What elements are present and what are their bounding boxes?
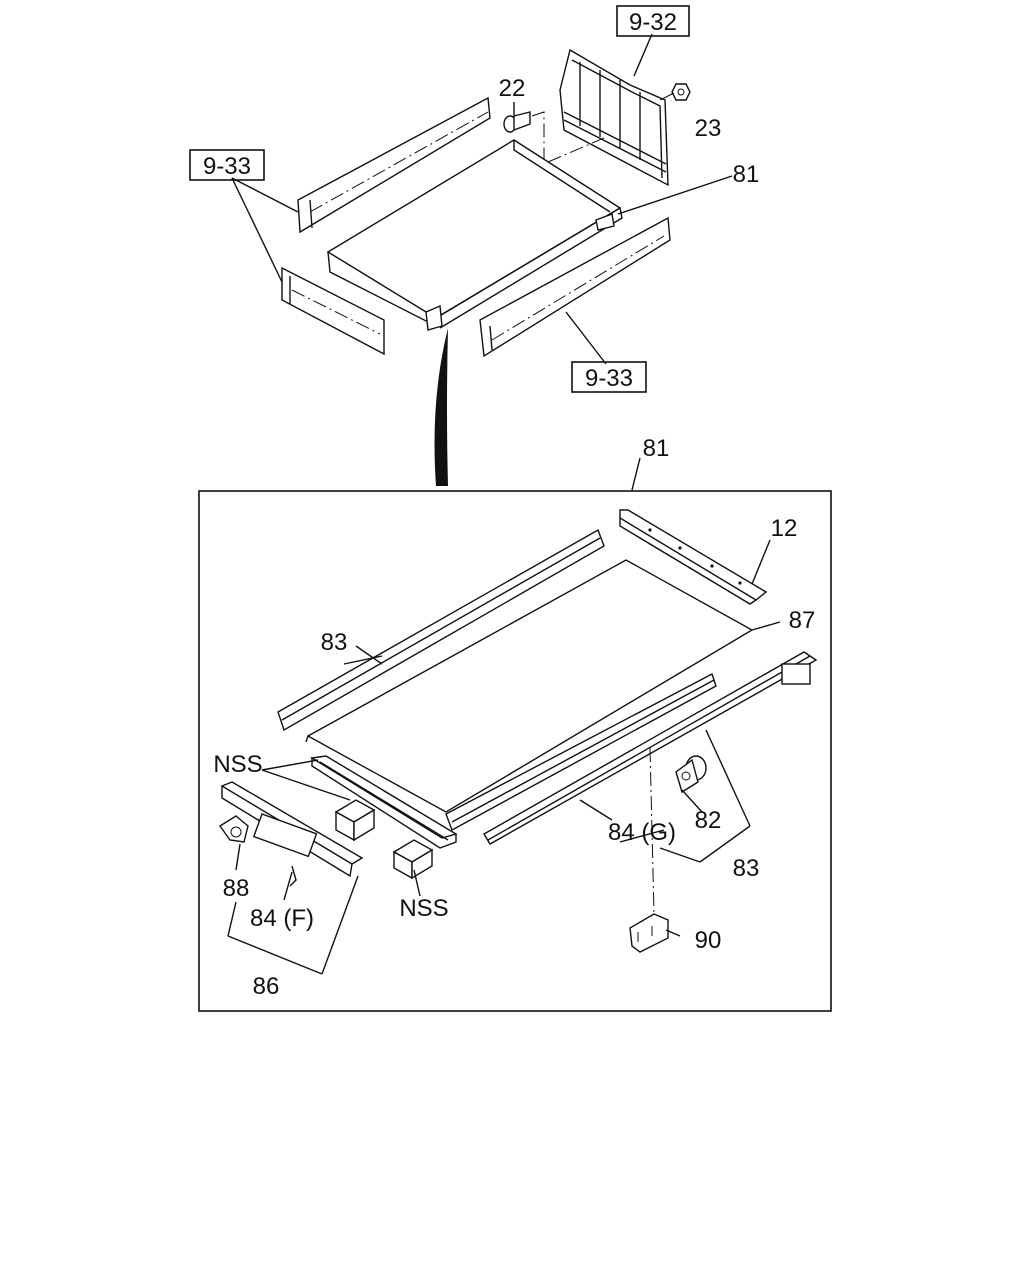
nss-block-right: [392, 839, 434, 880]
side-panel-lower-right: [479, 216, 671, 358]
label-part-12: 12: [771, 515, 798, 542]
label-part-82: 82: [695, 807, 722, 834]
label-part-87: 87: [789, 607, 816, 634]
side-panel-lower-left: [281, 266, 385, 356]
label-part-83-upper: 83: [321, 629, 348, 656]
label-part-90: 90: [695, 927, 722, 954]
label-nss-right: NSS: [399, 895, 448, 922]
side-panel-upper-left: [297, 96, 491, 234]
label-part-84g: 84 (G): [608, 819, 676, 846]
plate-90-part: [629, 913, 669, 953]
bracket-82-part: [675, 755, 707, 794]
side-rail-left-part: [277, 528, 605, 732]
bolt-part: [503, 111, 531, 133]
deck-platform-part: [326, 139, 623, 331]
label-part-86: 86: [253, 973, 280, 1000]
label-part-84f: 84 (F): [250, 905, 314, 932]
rear-cross-beam: [309, 755, 458, 849]
label-ref-9-33-left: 9-33: [203, 153, 251, 180]
rear-frame-part: [220, 781, 364, 878]
label-part-23: 23: [695, 115, 722, 142]
front-rail-part: [619, 509, 768, 605]
label-ref-9-33-bottom: 9-33: [585, 365, 633, 392]
bracket-88-part: [218, 815, 249, 843]
ref-box-9-32: [616, 5, 690, 37]
nut-part: [671, 83, 691, 101]
pin-84f-part: [289, 865, 297, 887]
label-part-22: 22: [499, 75, 526, 102]
label-part-81-box: 81: [643, 435, 670, 462]
ref-box-9-33-bottom: [571, 361, 647, 393]
headboard-part: [559, 48, 669, 187]
label-part-88: 88: [223, 875, 250, 902]
label-nss-left: NSS: [213, 751, 262, 778]
center-long-member: [445, 672, 717, 832]
label-ref-9-32: 9-32: [629, 9, 677, 36]
nss-block-left: [334, 799, 376, 842]
label-part-81-top: 81: [733, 161, 760, 188]
label-part-83-lower: 83: [733, 855, 760, 882]
detail-frame: [198, 490, 832, 1012]
ref-box-9-33-left: [189, 149, 265, 181]
